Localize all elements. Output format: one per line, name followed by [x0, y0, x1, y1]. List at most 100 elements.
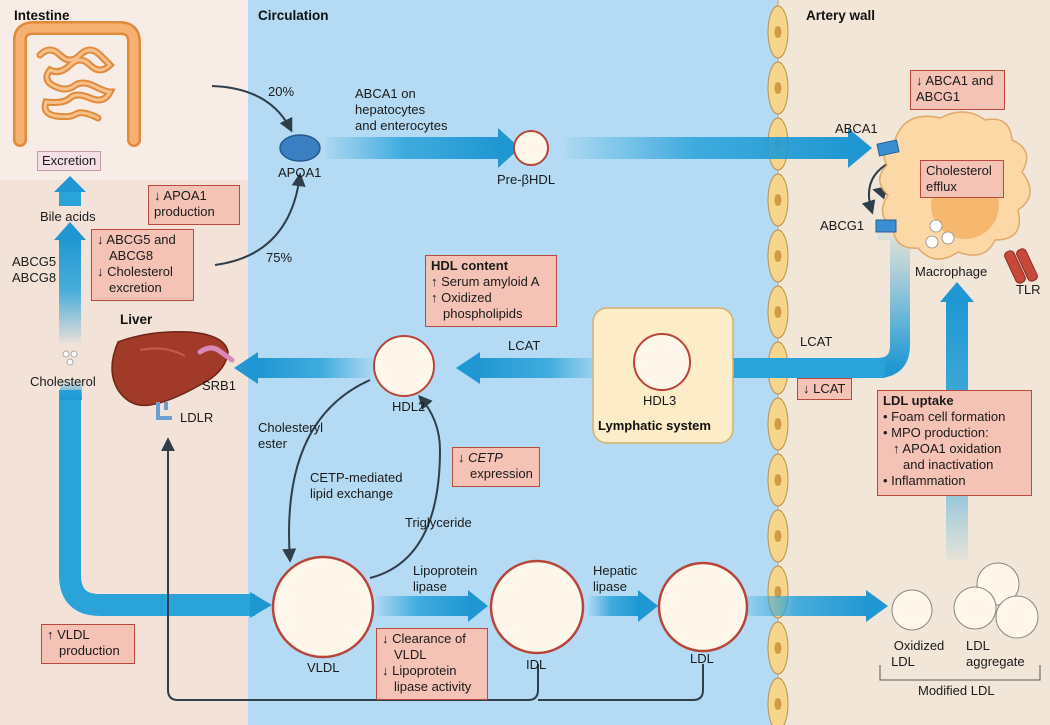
box-line: ↓ Lipoprotein [382, 663, 457, 678]
ldl-aggregate-line1: LDL [966, 638, 990, 653]
hdl-content-title: HDL content [431, 258, 509, 273]
oxidized-ldl-particle [891, 589, 933, 631]
pre-beta-hdl-label: Pre-βHDL [497, 172, 556, 187]
oxidized-ldl-line1: Oxidized [893, 638, 945, 653]
ldl-aggregate [953, 562, 1039, 639]
hdl3-label: HDL3 [643, 393, 677, 408]
abcg5-label: ABCG5 [12, 254, 57, 269]
box-line: ABCG8 [109, 248, 154, 263]
box-line: and inactivation [903, 457, 994, 472]
endothelial-nucleus [774, 306, 782, 318]
cholesteryl-ester-line2: ester [258, 436, 287, 451]
endothelial-nucleus [774, 250, 782, 262]
hdl3-particle [633, 333, 691, 391]
box-line: ↓ Cholesterol [97, 264, 173, 279]
cholesterol-droplets [62, 350, 78, 366]
abca1-transporter-icon [876, 139, 900, 157]
circulation-header: Circulation [258, 8, 329, 23]
apoa1-particle [279, 134, 321, 162]
endothelial-nucleus [774, 82, 782, 94]
vldl-production-box: ↑ VLDL production [41, 624, 135, 664]
lcat-decrease-box: ↓ LCAT [797, 378, 852, 400]
thin-arrows [161, 85, 1041, 701]
box-line: production [59, 643, 120, 658]
endothelial-nucleus [774, 194, 782, 206]
box-line: production [154, 204, 215, 219]
endothelial-nucleus [774, 26, 782, 38]
srb1-label: SRB1 [202, 378, 236, 393]
percent-75-label: 75% [266, 250, 293, 265]
abca1-abcg1-decrease-box: ↓ ABCA1 and ABCG1 [910, 70, 1005, 110]
box-line: ABCG1 [916, 89, 961, 104]
lcat-right-label: LCAT [800, 334, 833, 349]
box-line: excretion [109, 280, 162, 295]
box-line: VLDL [394, 647, 427, 662]
box-line: ↓ ABCA1 and [916, 73, 994, 88]
bile-acids-label: Bile acids [40, 209, 96, 224]
hepatic-lipase-line1: Hepatic [593, 563, 638, 578]
endothelial-nucleus [774, 642, 782, 654]
oxidized-ldl-line2: LDL [891, 654, 915, 669]
cholesterol-efflux-box: Cholesterol efflux [920, 160, 1004, 198]
lipid-droplets [925, 219, 955, 249]
box-line: ↓ CETP [458, 450, 503, 465]
ldl-label: LDL [690, 651, 714, 666]
ldlr-receptor-icon [156, 402, 172, 420]
abcg1-label: ABCG1 [820, 218, 865, 233]
triglyceride-label: Triglyceride [405, 515, 472, 530]
percent-20-label: 20% [268, 84, 295, 99]
srb1-receptor-icon [197, 345, 235, 363]
cetp-expression-box: ↓ CETP expression [452, 447, 540, 487]
hdl2-label: HDL2 [392, 399, 426, 414]
lcat-left-label: LCAT [508, 338, 541, 353]
ldl-uptake-box: LDL uptake • Foam cell formation • MPO p… [877, 390, 1032, 496]
clearance-box: ↓ Clearance of VLDL ↓ Lipoprotein lipase… [376, 628, 488, 700]
intestine-icon [12, 21, 141, 147]
endothelial-nucleus [774, 530, 782, 542]
abca1-text-line2: hepatocytes [355, 102, 426, 117]
flow-arrows [54, 128, 974, 622]
ldl-aggregate-line2: aggregate [966, 654, 1025, 669]
hdl-content-box: HDL content ↑ Serum amyloid A ↑ Oxidized… [425, 255, 557, 327]
abcg1-transporter-icon [875, 219, 897, 233]
box-line: expression [470, 466, 533, 481]
box-line: lipase activity [394, 679, 472, 694]
box-line: • Foam cell formation [883, 409, 1006, 424]
box-line: ↑ Serum amyloid A [431, 274, 540, 289]
cholesterol-efflux-line1: Cholesterol [926, 163, 992, 178]
ldl-uptake-title: LDL uptake [883, 393, 954, 408]
box-line: ↑ Oxidized [431, 290, 492, 305]
abcg5-abcg8-box: ↓ ABCG5 and ABCG8 ↓ Cholesterol excretio… [91, 229, 194, 301]
cholesterol-label: Cholesterol [30, 374, 96, 389]
ldlr-label: LDLR [180, 410, 214, 425]
ldl-particle [657, 561, 749, 653]
box-line: ↓ Clearance of [382, 631, 466, 646]
cholesterol-efflux-line2: efflux [926, 179, 957, 194]
box-line: ↓ APOA1 [154, 188, 207, 203]
vldl-particle [271, 555, 375, 659]
endothelial-nucleus [774, 474, 782, 486]
abca1-text-line1: ABCA1 on [355, 86, 416, 101]
endothelial-nucleus [774, 418, 782, 430]
box-line: phospholipids [443, 306, 523, 321]
tlr-receptor-icon [1004, 248, 1038, 284]
excretion-label: Excretion [37, 151, 102, 171]
box-line: • MPO production: [883, 425, 989, 440]
apoa1-label: APOA1 [278, 165, 322, 180]
idl-particle [489, 559, 585, 655]
endothelial-nucleus [774, 698, 782, 710]
lipoprotein-lipase-line2: lipase [413, 579, 447, 594]
abcg8-label: ABCG8 [12, 270, 57, 285]
box-line: ↑ VLDL [47, 627, 90, 642]
cetp-text-line2: lipid exchange [310, 486, 394, 501]
box-line: ↑ APOA1 oxidation [893, 441, 1002, 456]
vldl-label: VLDL [307, 660, 340, 675]
intestine-header: Intestine [14, 8, 70, 23]
lipoprotein-lipase-line1: Lipoprotein [413, 563, 478, 578]
abca1-label: ABCA1 [835, 121, 878, 136]
cetp-text-line1: CETP-mediated [310, 470, 403, 485]
apoa1-production-box: ↓ APOA1 production [148, 185, 240, 225]
tlr-label: TLR [1016, 282, 1041, 297]
